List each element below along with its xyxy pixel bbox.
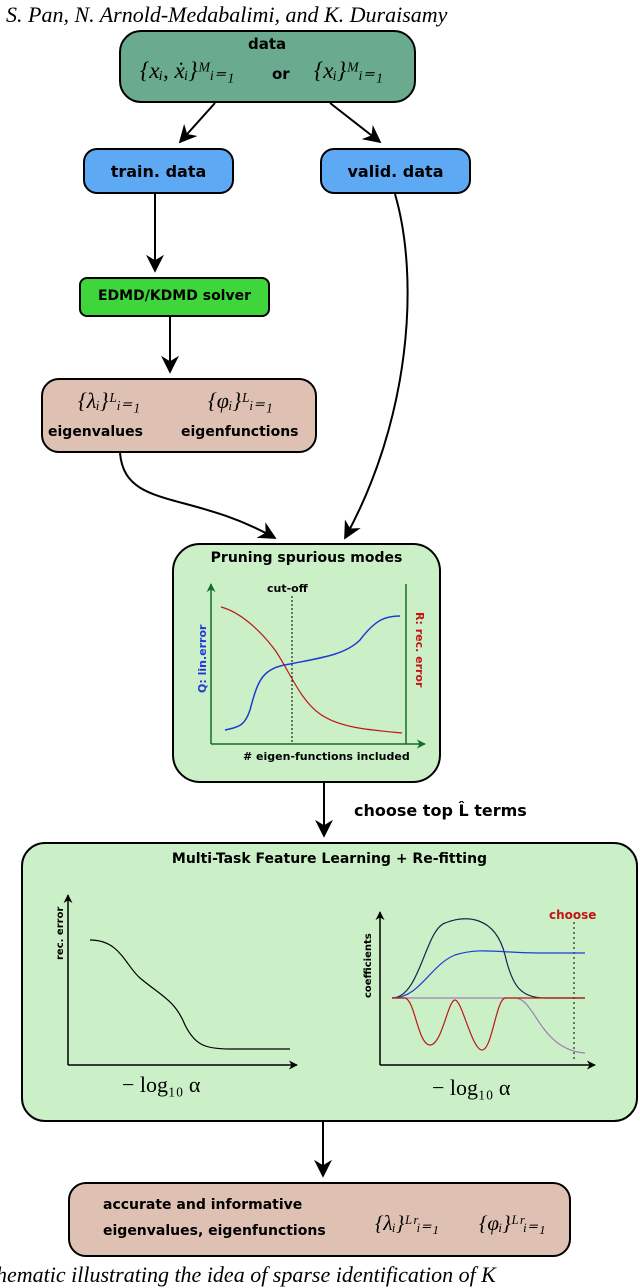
pruning-box [172, 543, 441, 783]
rec-error-curve [220, 606, 403, 734]
solver-box [79, 277, 270, 317]
final-eigenvalue-formula: {λᵢ}ᴸʳᵢ₌₁ [375, 1211, 439, 1235]
valid-data-label: valid. data [347, 162, 444, 181]
data-connector-or: or [272, 65, 290, 83]
final-line-1: accurate and informative [103, 1197, 303, 1213]
lin-error-curve [224, 615, 401, 731]
navy-coefficient [391, 918, 585, 999]
cutoff-label: cut-off [267, 582, 308, 595]
data-box-title: data [248, 35, 287, 53]
pruning-title: Pruning spurious modes [210, 550, 403, 566]
arrow-data-to-train [178, 102, 216, 144]
blue-coefficient [391, 950, 585, 999]
right-x-axis-label: − log₁₀ α [432, 1075, 511, 1100]
running-head: S. Pan, N. Arnold-Medabalimi, and K. Dur… [6, 2, 448, 27]
eigenvalues-label: eigenvalues [48, 424, 143, 440]
left-x-axis-label: − log₁₀ α [122, 1072, 201, 1097]
train-data-box [83, 148, 234, 194]
eigenvalue-set-formula: {λᵢ}ᴸᵢ₌₁ [78, 388, 141, 413]
valid-data-box [320, 148, 471, 194]
pruning-x-axis-label: # eigen-functions included [243, 750, 410, 763]
data-box [119, 30, 416, 103]
caption-fragment: hematic illustrating the idea of sparse … [0, 1262, 496, 1287]
mtfl-box [21, 842, 638, 1122]
data-formula-paired: {xᵢ, ẋᵢ}ᴹᵢ₌₁ [140, 58, 235, 83]
eigenfunctions-label: eigenfunctions [181, 424, 299, 440]
rec-error-path [89, 939, 290, 1050]
train-data-label: train. data [110, 162, 207, 181]
mtfl-title: Multi-Task Feature Learning + Re-fitting [171, 851, 488, 867]
eigen-box [41, 378, 317, 453]
choose-label: choose [549, 908, 597, 922]
choose-top-label: choose top L̂ terms [354, 801, 527, 820]
arrow-data-to-valid [329, 102, 382, 144]
purple-coefficient [392, 997, 586, 1054]
solver-label: EDMD/KDMD solver [97, 288, 252, 304]
red-coefficient [392, 997, 585, 1051]
final-eigenfunction-formula: {φᵢ}ᴸʳᵢ₌₁ [479, 1211, 546, 1235]
final-line-2: eigenvalues, eigenfunctions [103, 1223, 326, 1239]
data-formula-states: {xᵢ}ᴹᵢ₌₁ [314, 58, 384, 83]
arrow-valid-to-pruning [344, 193, 409, 540]
eigenfunction-set-formula: {φᵢ}ᴸᵢ₌₁ [208, 388, 273, 413]
arrow-eigen-to-pruning [119, 452, 277, 539]
final-box [68, 1182, 571, 1257]
